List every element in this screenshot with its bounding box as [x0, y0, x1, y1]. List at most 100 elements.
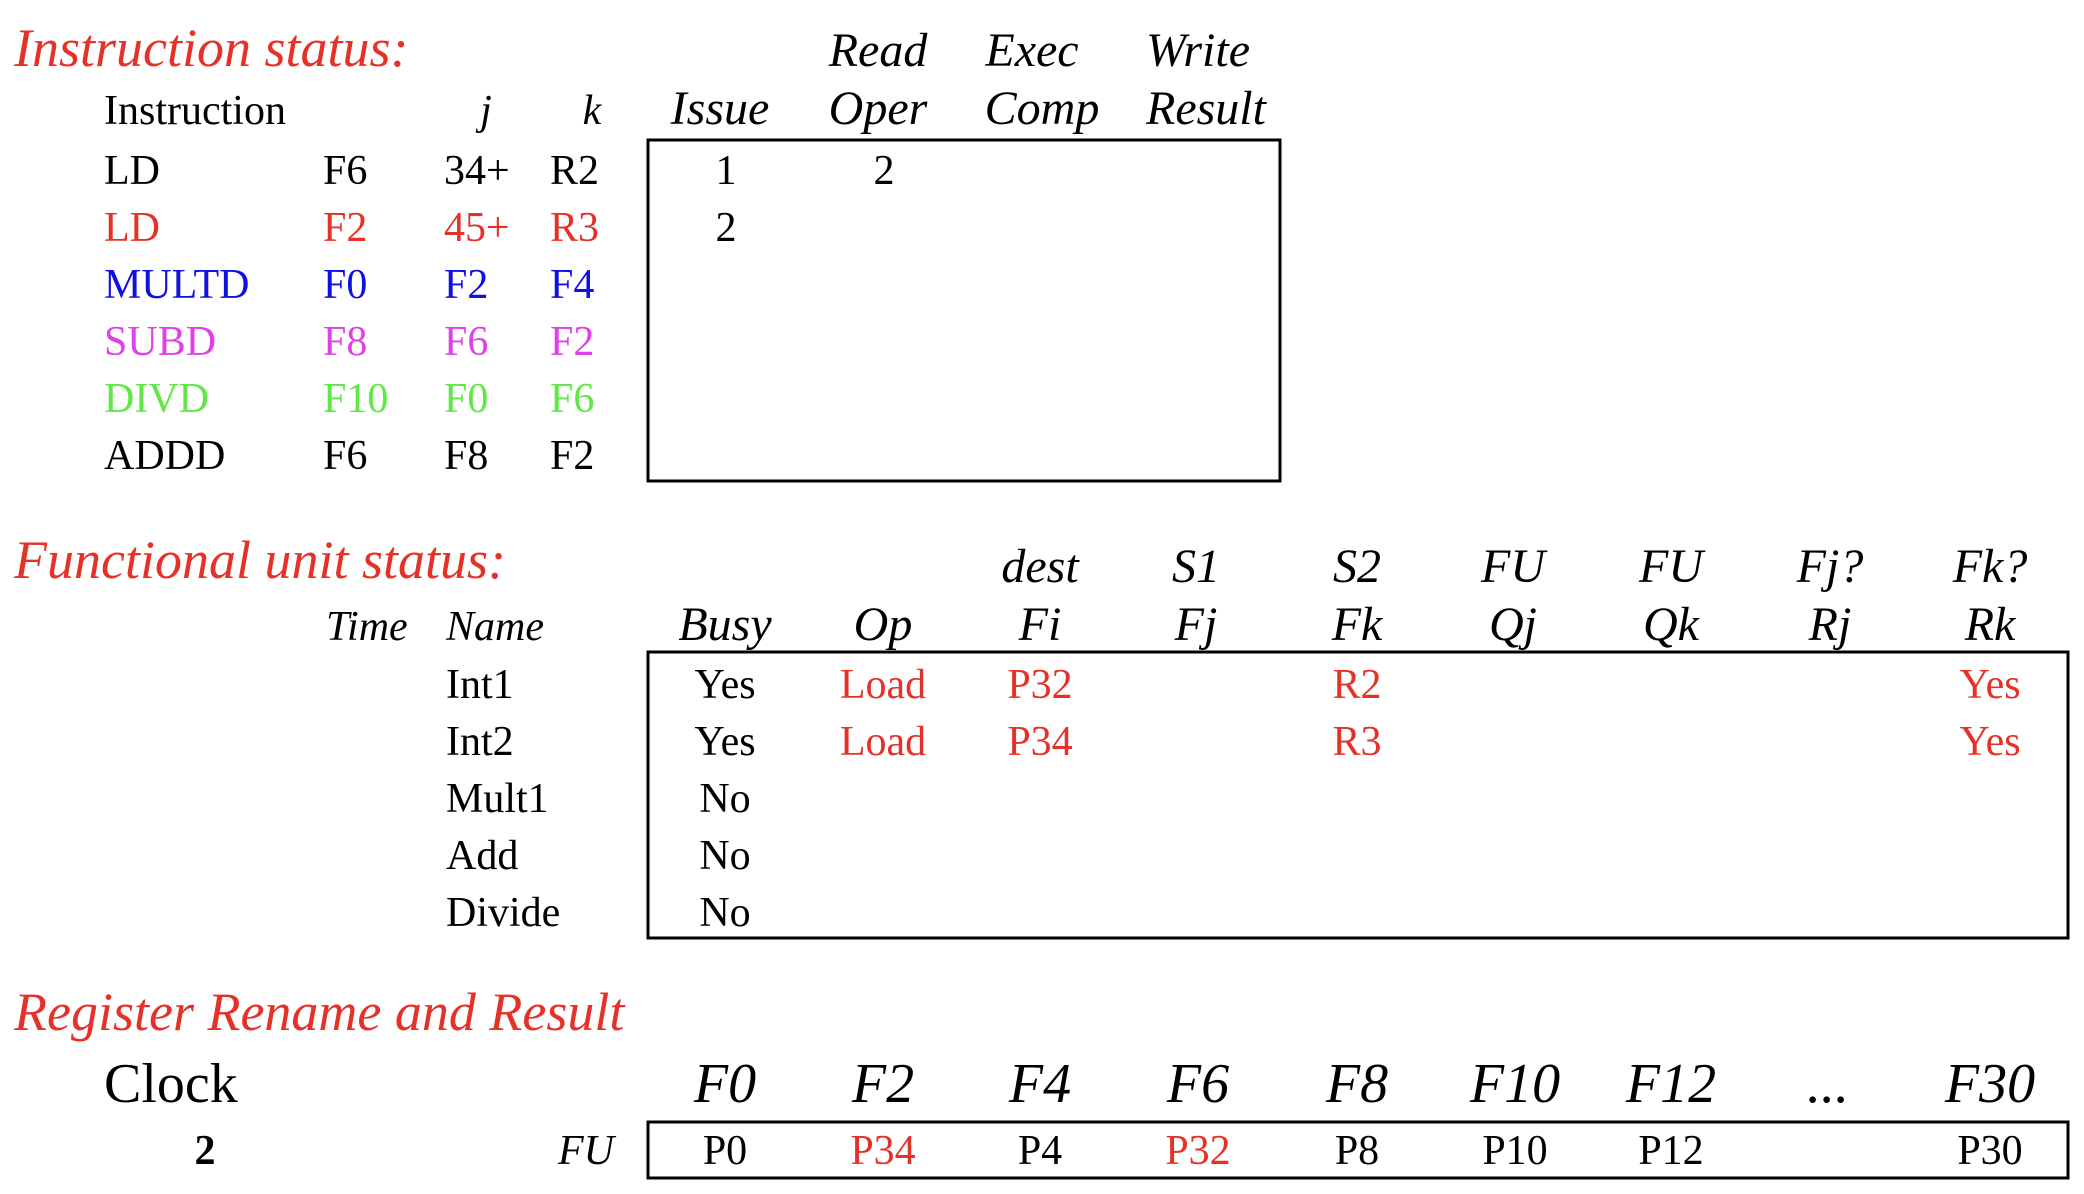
- fu-cell-rk: Yes: [1959, 662, 2020, 708]
- fu-header-top: FU: [1480, 540, 1548, 593]
- fu-cell-busy: Yes: [694, 719, 755, 765]
- register-value: P10: [1482, 1128, 1547, 1174]
- fu-header-top: Fj?: [1796, 540, 1864, 593]
- register-header: F2: [851, 1053, 914, 1115]
- header-exec-top: Exec: [984, 24, 1078, 77]
- header-read-bottom: Oper: [829, 82, 928, 135]
- register-rename-section: Register Rename and Result Clock 2 FU F0…: [13, 982, 2070, 1180]
- instruction-status-title: Instruction status:: [13, 18, 409, 78]
- register-header: F4: [1008, 1053, 1071, 1115]
- fu-header-bottom: Qj: [1489, 598, 1537, 651]
- register-rename-title: Register Rename and Result: [13, 982, 626, 1042]
- register-header: F6: [1166, 1053, 1229, 1115]
- clock-value: 2: [195, 1128, 216, 1174]
- instruction-dest: F6: [323, 433, 367, 479]
- instruction-k: R2: [550, 148, 599, 194]
- register-value: P32: [1165, 1128, 1230, 1174]
- functional-unit-status-box: [646, 650, 2070, 940]
- fu-header-top: dest: [1001, 540, 1080, 593]
- instruction-k: F4: [550, 262, 594, 308]
- register-rename-box: [646, 1120, 2070, 1180]
- fu-cell-busy: No: [699, 890, 750, 936]
- fu-header-top: S2: [1333, 540, 1381, 593]
- instruction-issue: 1: [716, 148, 737, 194]
- instruction-dest: F6: [323, 148, 367, 194]
- fu-cell-fi: P32: [1007, 662, 1072, 708]
- fu-cell-busy: Yes: [694, 662, 755, 708]
- instruction-status-section: Instruction status: Instruction j k Issu…: [13, 18, 1282, 483]
- register-header: F30: [1944, 1053, 2035, 1115]
- header-j: j: [475, 88, 492, 134]
- instruction-op: LD: [104, 148, 160, 194]
- instruction-op: MULTD: [104, 262, 249, 308]
- instruction-j: F8: [444, 433, 488, 479]
- instruction-j: 45+: [444, 205, 510, 251]
- fu-cell-fi: P34: [1007, 719, 1072, 765]
- fu-header-bottom: Fk: [1331, 598, 1384, 651]
- instruction-op: LD: [104, 205, 160, 251]
- fu-header-bottom: Op: [854, 598, 913, 651]
- instruction-status-box: [646, 138, 1282, 483]
- instruction-issue: 2: [716, 205, 737, 251]
- instruction-op: SUBD: [104, 319, 216, 365]
- register-header: F12: [1625, 1053, 1716, 1115]
- fu-name: Int1: [446, 662, 514, 708]
- header-exec-bottom: Comp: [985, 82, 1100, 135]
- instruction-j: F0: [444, 376, 488, 422]
- fu-cell-busy: No: [699, 833, 750, 879]
- header-k: k: [583, 88, 603, 134]
- instruction-read: 2: [874, 148, 895, 194]
- header-instruction: Instruction: [104, 88, 286, 134]
- header-write-bottom: Result: [1145, 82, 1268, 135]
- header-time: Time: [326, 604, 408, 650]
- fu-cell-rk: Yes: [1959, 719, 2020, 765]
- instruction-dest: F10: [323, 376, 388, 422]
- register-value: P34: [850, 1128, 915, 1174]
- register-value: P4: [1018, 1128, 1062, 1174]
- fu-header-bottom: Qk: [1643, 598, 1701, 651]
- header-issue: Issue: [670, 82, 770, 135]
- instruction-dest: F2: [323, 205, 367, 251]
- functional-unit-status-title: Functional unit status:: [13, 530, 506, 590]
- fu-header-bottom: Busy: [678, 598, 772, 651]
- register-header: F8: [1325, 1053, 1388, 1115]
- fu-name: Add: [446, 833, 518, 879]
- instruction-j: F6: [444, 319, 488, 365]
- fu-header-bottom: Rk: [1964, 598, 2017, 651]
- fu-name: Int2: [446, 719, 514, 765]
- register-value: P30: [1957, 1128, 2022, 1174]
- fu-header-top: S1: [1172, 540, 1220, 593]
- clock-label: Clock: [104, 1053, 238, 1115]
- instruction-j: F2: [444, 262, 488, 308]
- register-headers: F0 F2 F4 F6 F8 F10 F12... F30: [693, 1053, 2035, 1115]
- instruction-op: DIVD: [104, 376, 209, 422]
- fu-name: Mult1: [446, 776, 549, 822]
- header-read-top: Read: [828, 24, 929, 77]
- instruction-j: 34+: [444, 148, 510, 194]
- fu-cell-op: Load: [840, 719, 926, 765]
- register-header: F0: [693, 1053, 756, 1115]
- fu-header-top: FU: [1638, 540, 1706, 593]
- register-header: ...: [1807, 1053, 1849, 1115]
- fu-cell-busy: No: [699, 776, 750, 822]
- instruction-k: F2: [550, 319, 594, 365]
- instruction-k: R3: [550, 205, 599, 251]
- register-value: P8: [1335, 1128, 1379, 1174]
- instruction-op: ADDD: [104, 433, 225, 479]
- instruction-dest: F8: [323, 319, 367, 365]
- fu-header-bottom: Fi: [1018, 598, 1062, 651]
- fu-cell-fk: R3: [1332, 719, 1381, 765]
- instruction-k: F6: [550, 376, 594, 422]
- fu-cell-fk: R2: [1332, 662, 1381, 708]
- header-write-top: Write: [1146, 24, 1250, 77]
- instruction-dest: F0: [323, 262, 367, 308]
- instruction-k: F2: [550, 433, 594, 479]
- fu-cell-op: Load: [840, 662, 926, 708]
- register-header: F10: [1469, 1053, 1560, 1115]
- register-value: P0: [703, 1128, 747, 1174]
